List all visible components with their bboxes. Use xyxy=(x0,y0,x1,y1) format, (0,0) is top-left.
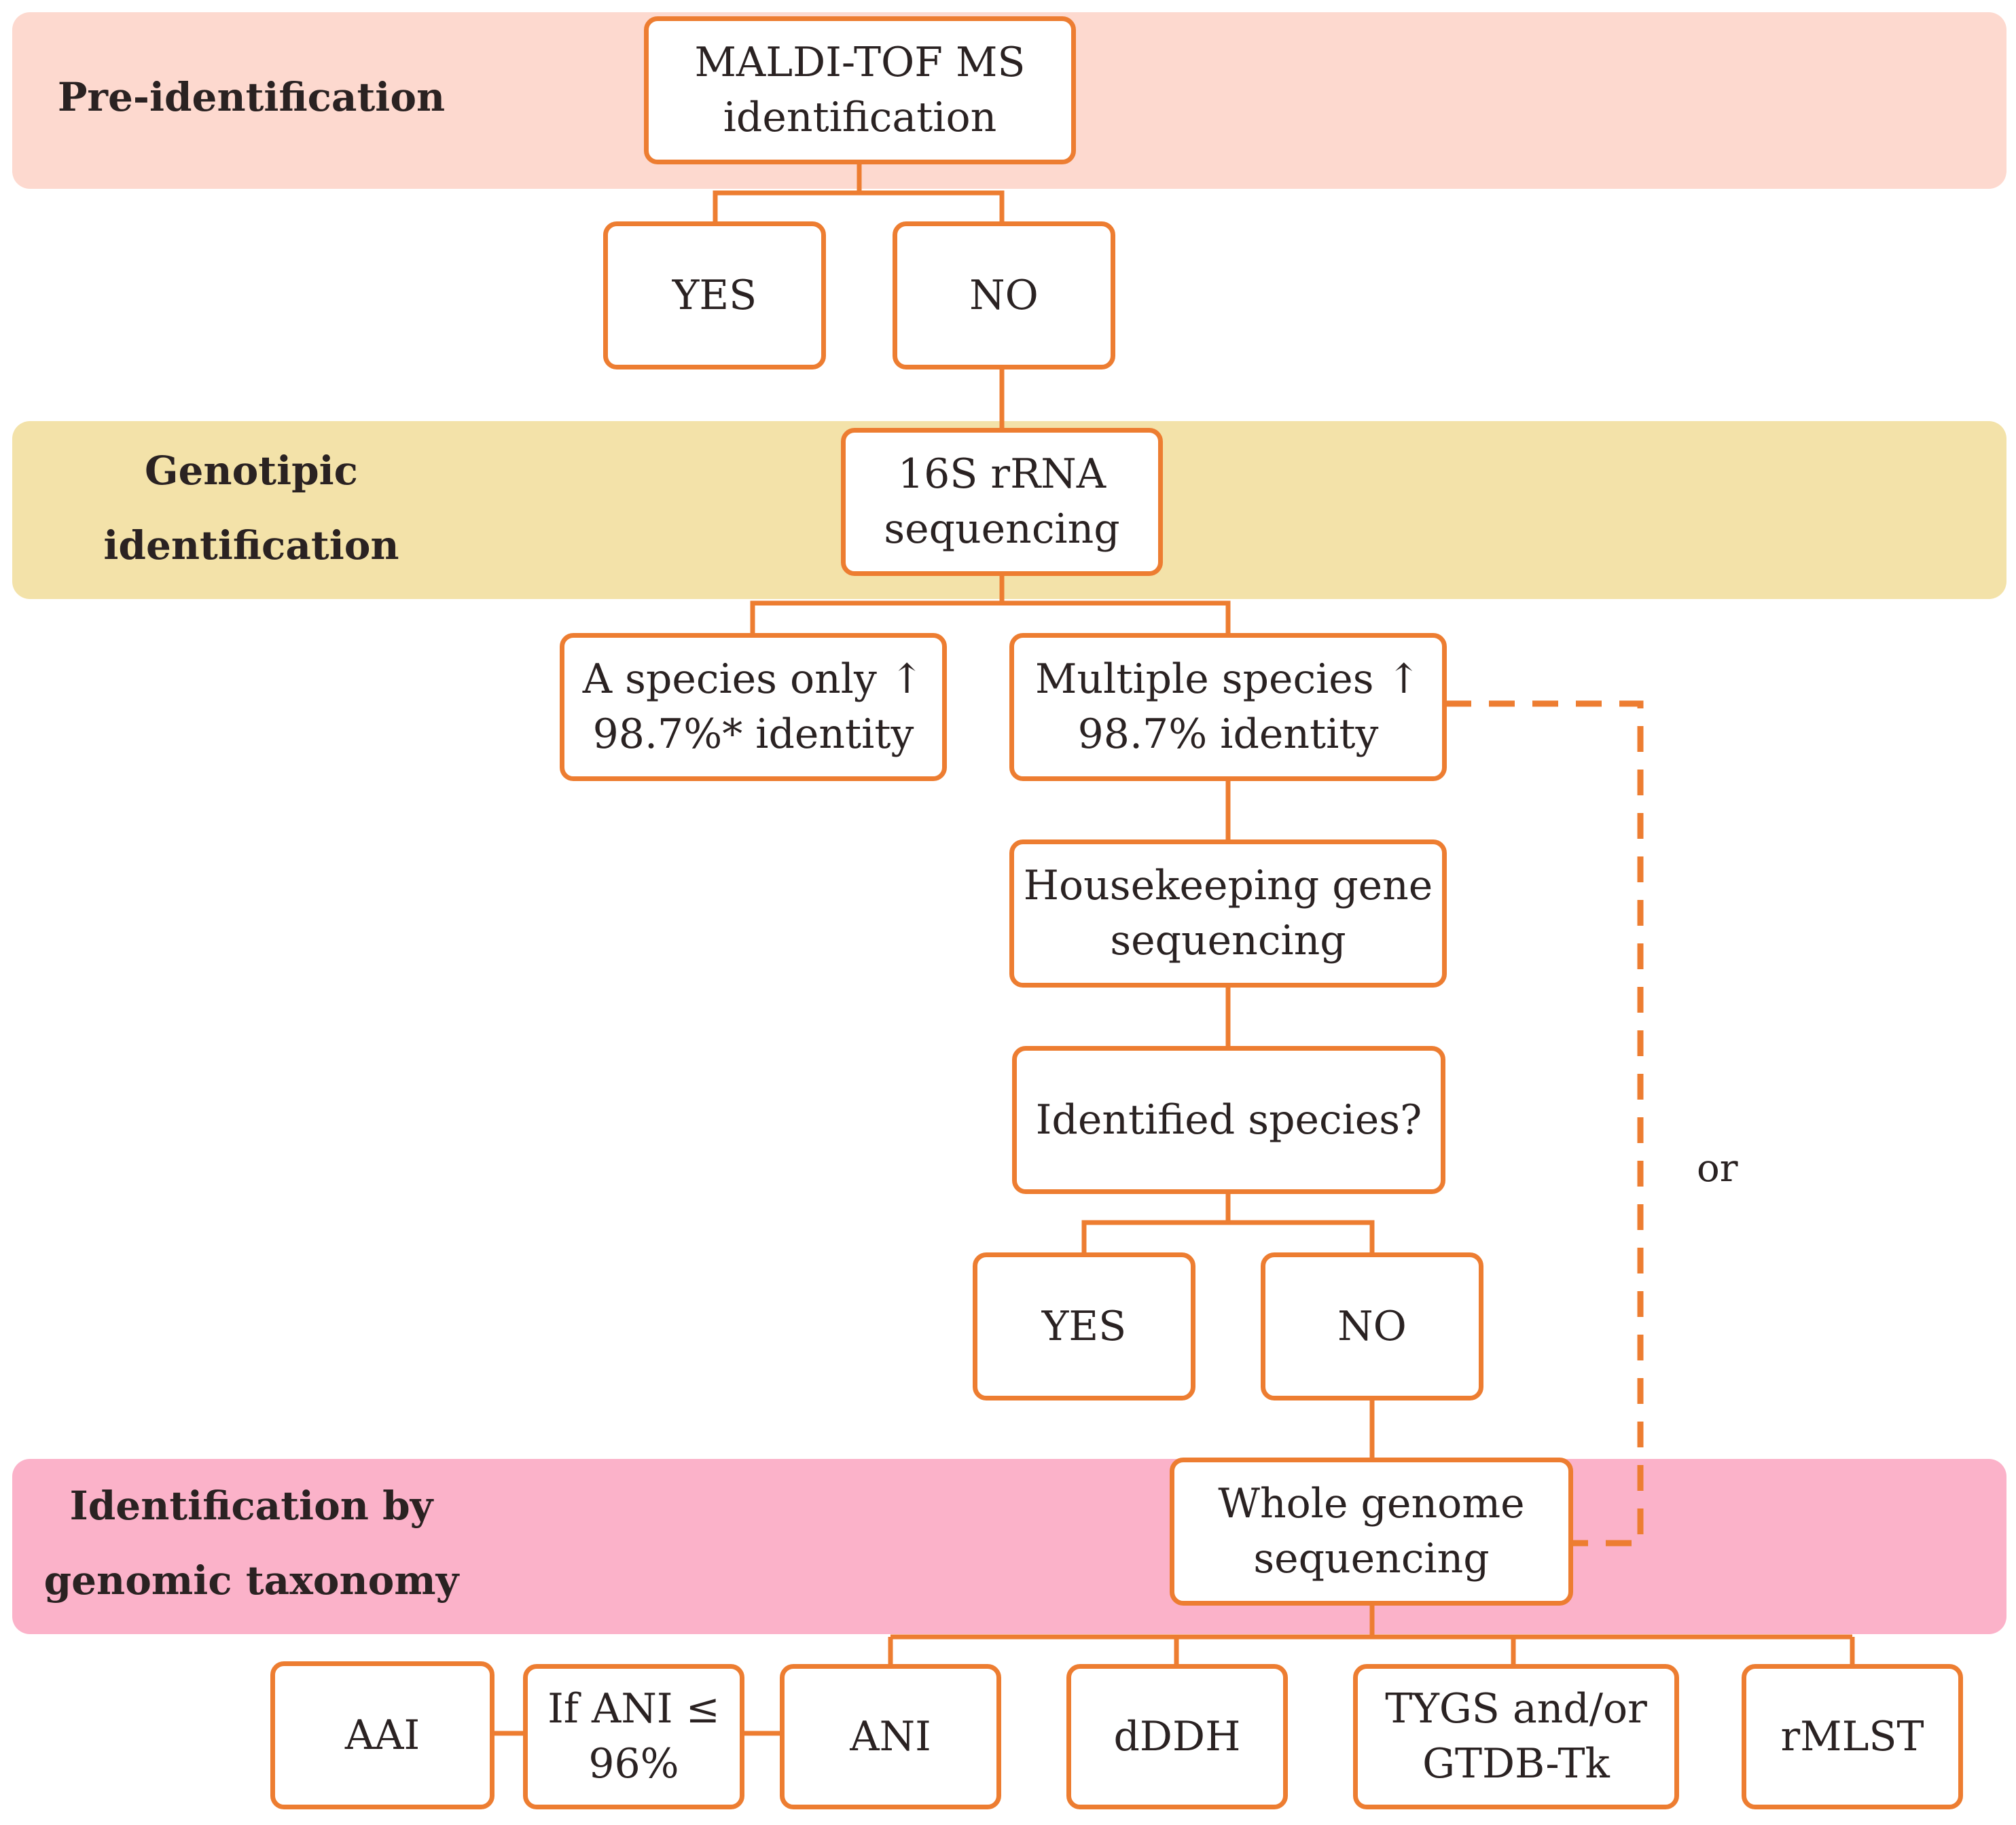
no-node-geno: NO xyxy=(1261,1252,1483,1401)
connector-16s-species xyxy=(750,575,1231,633)
dddh-node: dDDH xyxy=(1066,1664,1288,1809)
whole-genome-node: Whole genome sequencing xyxy=(1170,1458,1573,1606)
genomic-taxonomy-band xyxy=(12,1459,2006,1634)
multiple-species-node: Multiple species ↑ 98.7% identity xyxy=(1009,633,1447,781)
identified-species-node: Identified species? xyxy=(1012,1046,1445,1194)
rmlst-node: rMLST xyxy=(1742,1664,1963,1809)
16s-rrna-node: 16S rRNA sequencing xyxy=(841,428,1163,576)
tygs-gtdb-node: TYGS and/or GTDB-Tk xyxy=(1353,1664,1679,1809)
maldi-tof-node: MALDI-TOF MS identification xyxy=(644,16,1076,164)
connector-maldi-yes-no xyxy=(713,163,1005,221)
connector-dashed-or xyxy=(1445,700,1644,1547)
pre-identification-label: Pre-identification xyxy=(57,74,446,120)
no-node-pre: NO xyxy=(893,221,1115,369)
connector-identified-yes-no xyxy=(1081,1194,1375,1252)
if-ani-node: If ANI ≤ 96% xyxy=(523,1664,744,1809)
genomic-taxonomy-label: Identification by genomic taxonomy xyxy=(43,1483,459,1604)
aai-node: AAI xyxy=(270,1661,494,1809)
ani-node: ANI xyxy=(780,1664,1001,1809)
or-label: or xyxy=(1697,1146,1738,1191)
yes-node-geno: YES xyxy=(973,1252,1195,1401)
housekeeping-node: Housekeeping gene sequencing xyxy=(1009,839,1447,988)
yes-node-pre: YES xyxy=(603,221,826,369)
species-only-node: A species only ↑ 98.7%* identity xyxy=(560,633,947,781)
genotypic-identification-label: Genotipic identification xyxy=(103,448,399,569)
connector-wgs-methods xyxy=(888,1604,1855,1664)
